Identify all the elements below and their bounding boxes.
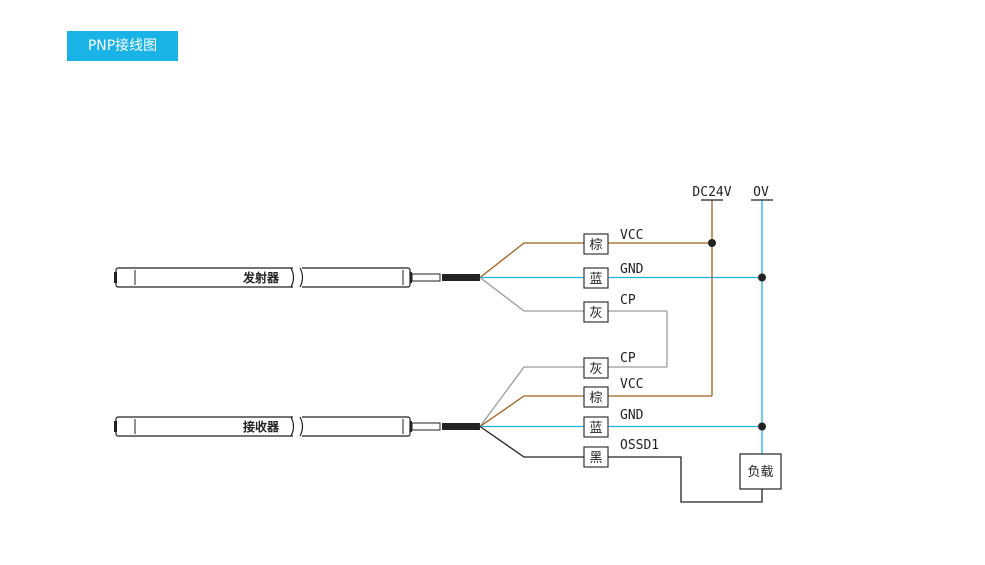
junction-dot xyxy=(758,273,766,282)
wire-color-box xyxy=(583,386,609,408)
receiver-end-right xyxy=(410,421,412,432)
receiver-wire-gray xyxy=(479,366,667,427)
emitter-break-mark-left xyxy=(290,267,295,288)
emitter-connector xyxy=(411,273,441,282)
load-box xyxy=(739,453,782,490)
wire-color-label: 蓝 xyxy=(589,272,602,287)
receiver-wire-brown xyxy=(479,395,712,428)
receiver-wire-labels: 灰 CP 棕 VCC 蓝 GND 黑 OSSD1 xyxy=(583,351,659,468)
wire-signal-label: GND xyxy=(620,262,644,277)
wire-signal-label: GND xyxy=(620,408,644,423)
junction-dot xyxy=(758,422,766,431)
wire-color-label: 棕 xyxy=(589,238,602,253)
emitter-wire-brown xyxy=(479,242,712,279)
wire-color-box xyxy=(583,357,609,379)
receiver-device: 接收器 xyxy=(114,415,480,438)
wire-color-label: 棕 xyxy=(589,391,602,406)
wire-signal-label: CP xyxy=(620,351,636,366)
wire-signal-label: VCC xyxy=(620,228,643,243)
emitter-device: 发射器 xyxy=(114,266,480,289)
wire-color-box xyxy=(583,446,609,468)
emitter-break-gap xyxy=(293,266,302,289)
load: 负载 xyxy=(739,453,782,490)
receiver-end-left xyxy=(114,421,117,432)
wire-color-box xyxy=(583,416,609,438)
receiver-break-gap xyxy=(293,415,302,438)
receiver-cable xyxy=(442,423,480,430)
receiver-break-mark-left xyxy=(290,416,295,437)
dc24v-label: DC24V xyxy=(692,185,731,200)
emitter-label: 发射器 xyxy=(242,270,280,285)
emitter-end-left xyxy=(114,272,117,283)
receiver-break-mark-right xyxy=(299,416,304,437)
ov-label: OV xyxy=(753,185,769,200)
junction-dot xyxy=(708,239,716,247)
diagram-title: PNP接线图 xyxy=(67,31,178,61)
emitter-cable xyxy=(442,274,480,281)
wire-color-label: 蓝 xyxy=(589,421,602,436)
receiver-label: 接收器 xyxy=(243,419,280,434)
wire-color-box xyxy=(583,267,609,289)
wire-color-label: 黑 xyxy=(589,451,602,466)
receiver-wire-black xyxy=(479,425,763,503)
wire-color-label: 灰 xyxy=(589,306,602,321)
emitter-end-right xyxy=(410,272,412,283)
wire-color-label: 灰 xyxy=(589,362,602,377)
emitter-wire-gray xyxy=(479,276,667,312)
emitter-wires xyxy=(479,242,762,312)
load-label: 负载 xyxy=(747,465,773,480)
emitter-break-mark-right xyxy=(299,267,304,288)
wire-signal-label: VCC xyxy=(620,377,643,392)
receiver-wires xyxy=(479,366,763,503)
wire-color-box xyxy=(583,301,609,323)
wire-signal-label: CP xyxy=(620,293,636,308)
supply-rails: DC24V OV xyxy=(692,185,773,454)
wire-color-box xyxy=(583,233,609,255)
wire-signal-label: OSSD1 xyxy=(620,438,659,453)
emitter-wire-labels: 棕 VCC 蓝 GND 灰 CP xyxy=(583,228,644,323)
receiver-connector xyxy=(411,422,441,431)
